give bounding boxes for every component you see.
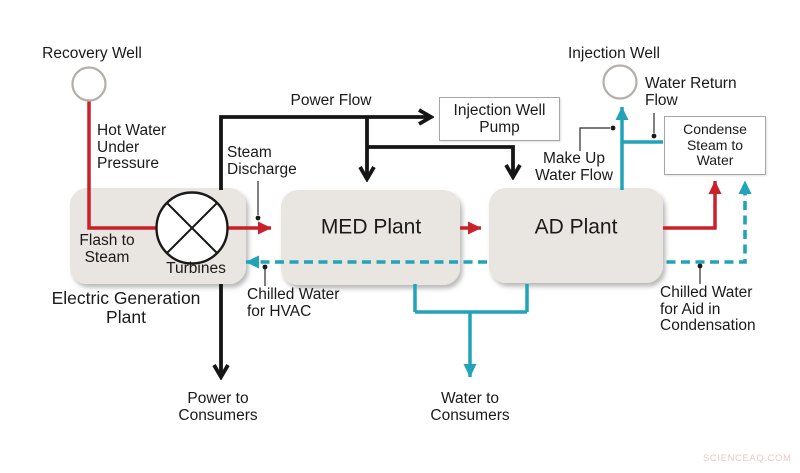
- power-to-consumers-label: Power to Consumers: [178, 390, 258, 424]
- chilled-water-condensation-label: Chilled Water for Aid in Condensation: [660, 284, 756, 335]
- turbine-icon: [155, 191, 229, 265]
- make-up-water-flow-label: Make Up Water Flow: [535, 150, 613, 184]
- water-collector-lines: [413, 284, 529, 314]
- chilled-water-hvac-label: Chilled Water for HVAC: [247, 286, 340, 320]
- pointer-dot: [610, 125, 616, 131]
- pointer-dot: [262, 264, 268, 270]
- watermark: SCIENCEAQ.COM: [703, 453, 792, 464]
- pointer-dot: [651, 133, 657, 139]
- ad-to-condenser-arrow: [663, 180, 722, 230]
- med-plant-label: MED Plant: [320, 215, 422, 239]
- electric-generation-plant-label: Electric Generation Plant: [51, 288, 201, 327]
- hot-water-lines: [87, 101, 722, 235]
- recovery-well-label: Recovery Well: [42, 45, 142, 62]
- injection-well-pump-box: Injection Well Pump: [439, 97, 560, 141]
- water-to-consumers-label: Water to Consumers: [430, 390, 510, 424]
- pointer-dot: [255, 215, 261, 221]
- turbines-label: Turbines: [166, 260, 226, 277]
- ad-plant-box: [489, 188, 663, 283]
- recovery-well-icon: [71, 66, 107, 102]
- water-return-flow-label: Water Return Flow: [645, 75, 737, 109]
- ad-plant-label: AD Plant: [534, 215, 618, 239]
- hot-water-pipe: [87, 101, 158, 230]
- injection-well-icon: [602, 64, 638, 100]
- chilled-water-dashed-line: [245, 180, 752, 269]
- condense-steam-box: Condense Steam to Water: [664, 116, 766, 175]
- make-up-pointer: [579, 127, 610, 151]
- water-flow-lines: [413, 106, 663, 378]
- flash-to-steam-label: Flash to Steam: [79, 232, 135, 266]
- power-flow-label: Power Flow: [290, 92, 372, 109]
- power-line-to-pump: [219, 117, 431, 190]
- steam-discharge-label: Steam Discharge: [227, 144, 297, 178]
- label-pointers: [255, 113, 703, 286]
- power-branch-ad-arrow: [367, 145, 513, 177]
- hot-water-label: Hot Water Under Pressure: [97, 122, 167, 173]
- pointer-dot: [697, 263, 703, 269]
- injection-well-label: Injection Well: [568, 45, 660, 62]
- power-flow-lines: [221, 117, 513, 377]
